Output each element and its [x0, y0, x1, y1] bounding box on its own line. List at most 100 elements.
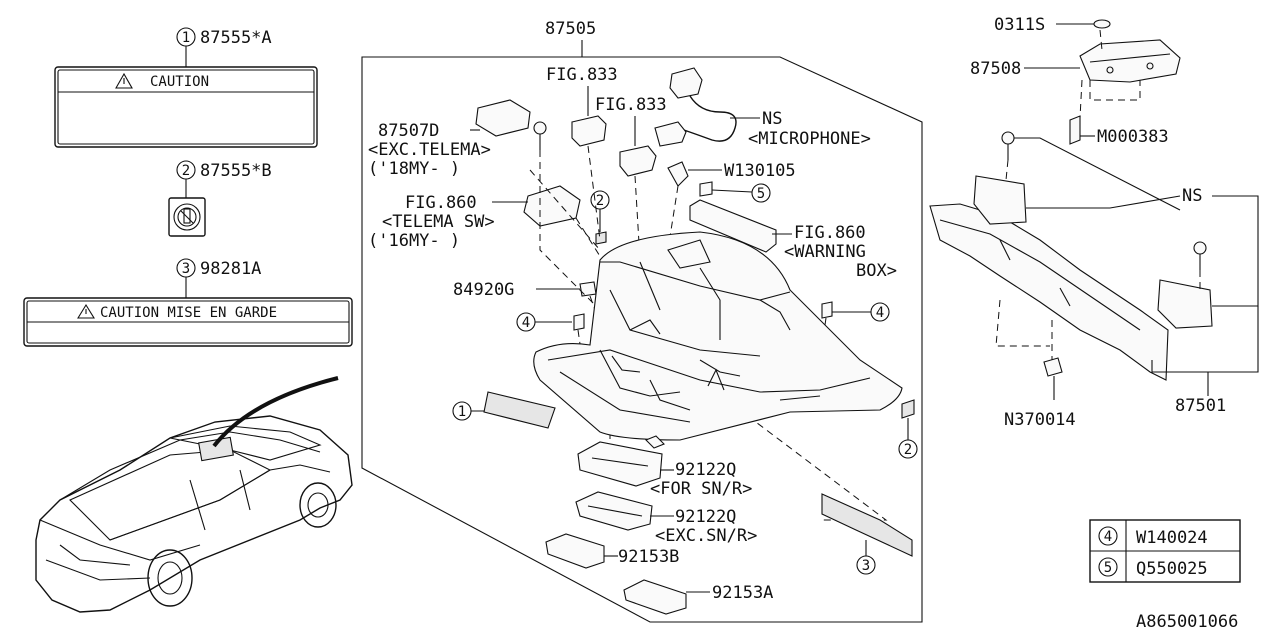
warning-box-part: [689, 199, 777, 253]
svg-text:3: 3: [182, 261, 190, 277]
marker-5: 5: [699, 181, 771, 203]
svg-text:2: 2: [596, 193, 604, 209]
microphone-callout: NS <MICROPHONE>: [654, 67, 871, 149]
warning-triangle-icon: [115, 72, 133, 89]
svg-text:4: 4: [1104, 529, 1112, 545]
cover-part: [545, 533, 605, 569]
box-text: BOX>: [856, 261, 897, 281]
fig833-a-callout: FIG.833: [546, 65, 618, 147]
fig833-b-text: FIG.833: [595, 95, 667, 115]
svg-text:1: 1: [182, 30, 190, 46]
connector-part: [619, 145, 657, 177]
part-92122q-a-text: 92122Q: [675, 460, 736, 480]
part-87505-callout: 87505: [545, 19, 596, 57]
washer-part: [1093, 19, 1111, 29]
clip-part: [573, 313, 585, 331]
label-87555a-callout: 1 87555*A: [176, 27, 272, 67]
warning-text: <WARNING: [784, 242, 866, 262]
label-98281a-callout: 3 98281A: [176, 258, 261, 298]
exc-telema-text: <EXC.TELEMA>: [368, 140, 491, 160]
ns-right-callout: NS: [1026, 186, 1259, 307]
part-92153a: 92153A: [623, 579, 773, 615]
connector-part: [571, 115, 607, 147]
marker-3: 3: [821, 493, 913, 575]
part-92122q-for-snr: 92122Q <FOR SN/R>: [577, 435, 752, 499]
microphone-part: [654, 121, 687, 147]
my18-text: ('18MY- ): [368, 159, 460, 179]
screw-icon: [533, 121, 547, 150]
label-part: [595, 231, 607, 245]
exc-snr-text: <EXC.SN/R>: [655, 526, 757, 546]
m000383-text: M000383: [1097, 127, 1169, 147]
caution-text: CAUTION: [150, 74, 209, 90]
caution-label-3: CAUTION MISE EN GARDE: [23, 297, 353, 347]
marker-2-lower: 2: [898, 399, 918, 459]
marker-4-right: 4: [821, 301, 890, 322]
label-87555b-text: 87555*B: [200, 161, 272, 181]
svg-text:5: 5: [1104, 560, 1112, 576]
clip-part: [667, 161, 689, 187]
marker-2-upper: 2: [590, 190, 610, 245]
warning-triangle-icon: [77, 303, 95, 319]
legend-row: 4 W140024: [1098, 526, 1208, 548]
telema-sw-callout: FIG.860 <TELEMA SW> ('16MY- ): [368, 185, 581, 251]
label-98281a-text: 98281A: [200, 259, 261, 279]
fig860-b-text: FIG.860: [794, 223, 866, 243]
svg-text:4: 4: [876, 305, 884, 321]
lamp-bulb-part: [579, 281, 597, 297]
caution-mise-en-garde-text: CAUTION MISE EN GARDE: [100, 305, 277, 321]
no-smoking-label: [168, 197, 206, 237]
part-84920g-callout: 84920G: [453, 280, 597, 300]
lamp-lens-part: [577, 441, 663, 487]
part-m000383-callout: M000383: [1069, 115, 1169, 147]
fig833-a-text: FIG.833: [546, 65, 618, 85]
label-part: [901, 399, 915, 419]
bolt-part: [1069, 115, 1081, 145]
fig860-a-text: FIG.860: [405, 193, 477, 213]
ns-right-text: NS: [1182, 186, 1202, 206]
clip-part: [821, 301, 833, 319]
air-duct-assembly: [929, 175, 1213, 381]
screw-right-duct: [1193, 241, 1207, 290]
telema-sw-text: <TELEMA SW>: [382, 212, 495, 232]
svg-text:2: 2: [182, 163, 190, 179]
part-87507d-text: 87507D: [378, 121, 439, 141]
assembly-frame: [361, 56, 923, 623]
svg-text:2: 2: [904, 442, 912, 458]
part-87507d-callout: 87507D <EXC.TELEMA> ('18MY- ): [368, 99, 547, 179]
svg-text:5: 5: [757, 186, 765, 202]
part-n370014-callout: N370014: [995, 299, 1076, 430]
part-0311s-callout: 0311S: [994, 15, 1111, 35]
caution-label-1: CAUTION: [54, 66, 318, 148]
part-92153b-text: 92153B: [618, 547, 679, 567]
part-92122q-exc-snr: 92122Q <EXC.SN/R>: [575, 491, 757, 546]
part-87505-text: 87505: [545, 19, 596, 39]
no-symbol-icon: [177, 207, 197, 227]
part-92153a-text: 92153A: [712, 583, 773, 603]
w130105-text: W130105: [724, 161, 796, 181]
my16-text: ('16MY- ): [368, 231, 460, 251]
legend-table: 4 W140024 5 Q550025: [1089, 519, 1241, 583]
microphone-text: <MICROPHONE>: [748, 129, 871, 149]
w130105-callout: W130105: [667, 161, 796, 187]
n370014-text: N370014: [1004, 410, 1076, 430]
legend-part-w140024: W140024: [1136, 528, 1208, 548]
screw-part: [699, 181, 713, 197]
legend-row: 5 Q550025: [1098, 557, 1208, 579]
cover-part: [623, 579, 687, 615]
car-illustration: [35, 376, 353, 613]
part-87508-text: 87508: [970, 59, 1021, 79]
diagram-code: A865001066: [1136, 612, 1238, 632]
nut-part: [1043, 357, 1063, 377]
for-snr-text: <FOR SN/R>: [650, 479, 752, 499]
bracket-part: [1079, 39, 1181, 83]
part-0311s-text: 0311S: [994, 15, 1045, 35]
marker-1: 1: [452, 391, 556, 429]
svg-text:1: 1: [458, 404, 466, 420]
part-92153b: 92153B: [545, 533, 679, 569]
fig833-b-callout: FIG.833: [595, 95, 667, 177]
ns-microphone-text: NS: [762, 109, 782, 129]
warning-box-callout: FIG.860 <WARNING BOX>: [689, 199, 897, 281]
svg-text:3: 3: [862, 558, 870, 574]
